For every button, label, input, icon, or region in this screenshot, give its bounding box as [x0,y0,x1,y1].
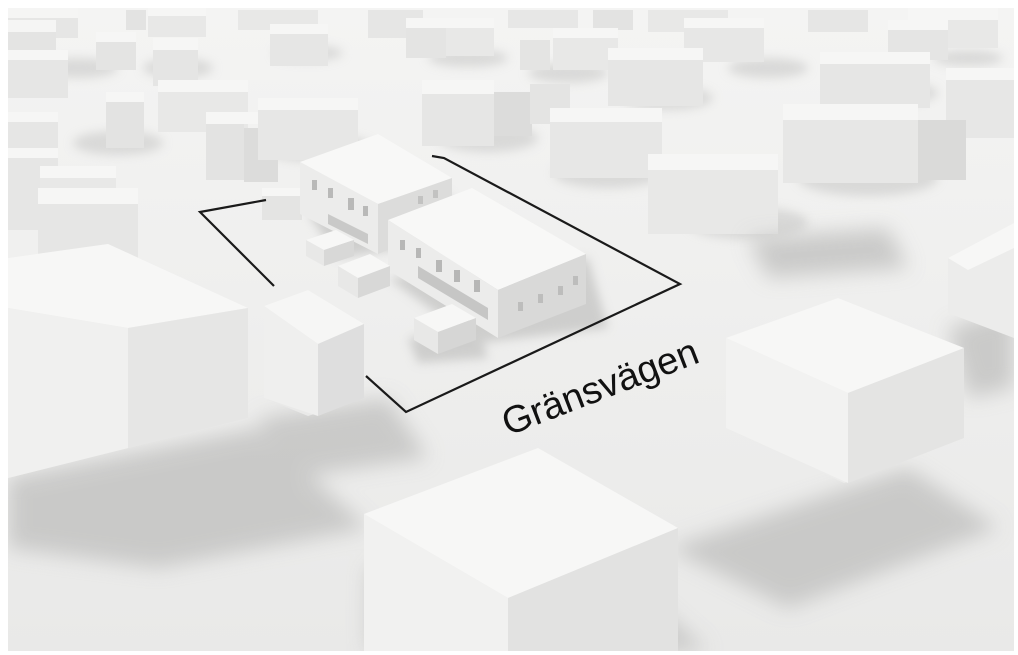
site-boundary [197,154,683,414]
outbuildings [306,230,476,354]
boundary-line-west [197,198,275,287]
foreground-buildings [8,223,1014,651]
boundary-line-east [365,154,683,414]
building-south [388,188,586,338]
site-buildings [300,134,608,363]
background-buildings [8,8,1014,260]
site-plan-3d-view: Gränsvägen [8,8,1014,651]
